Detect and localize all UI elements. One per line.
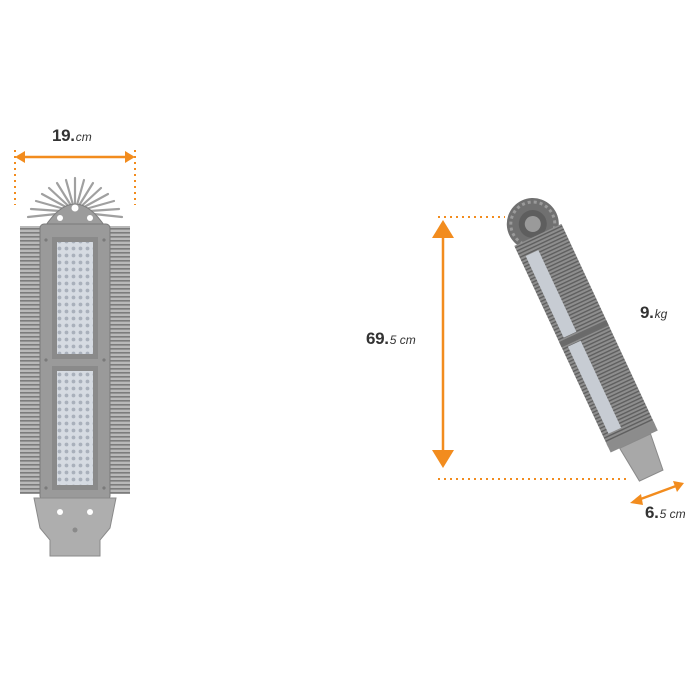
height-unit: 5 cm: [389, 333, 416, 347]
weight-unit: kg: [654, 307, 668, 321]
street-light-angled-view: [506, 198, 664, 482]
depth-value: 6.: [645, 503, 659, 522]
weight-value: 9.: [640, 303, 654, 322]
height-value: 69.: [366, 329, 389, 348]
street-light-front-view: [20, 176, 130, 557]
width-unit: cm: [75, 130, 92, 144]
weight-label: 9.kg: [640, 303, 667, 323]
height-label: 69.5 cm: [366, 329, 416, 349]
depth-dimension-arrow: [630, 481, 684, 505]
width-dimension-arrow: [14, 150, 136, 205]
depth-unit: 5 cm: [659, 507, 686, 521]
width-label: 19.cm: [52, 126, 92, 146]
height-dimension-arrow: [432, 216, 630, 480]
depth-label: 6.5 cm: [645, 503, 686, 523]
width-value: 19.: [52, 126, 75, 145]
